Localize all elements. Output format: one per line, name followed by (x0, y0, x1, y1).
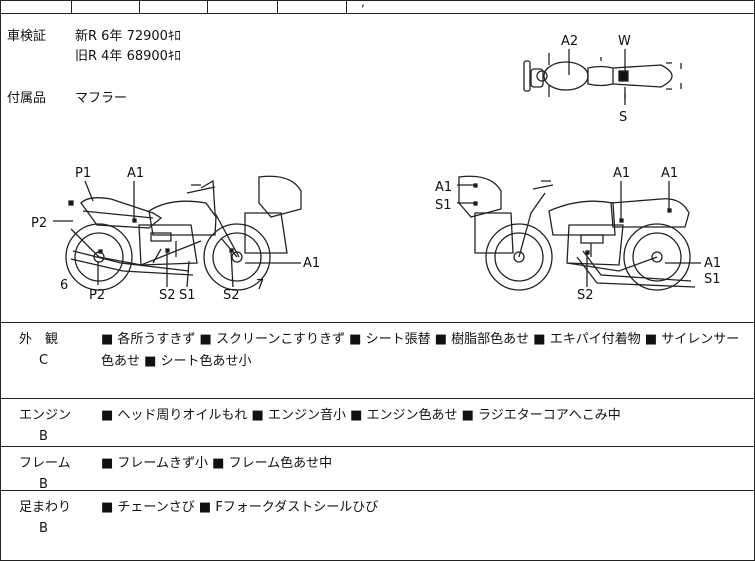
table-divider (71, 1, 72, 13)
section-exterior: 外 観 C ■ 各所うすきず ■ スクリーンこすりきず ■ シート張替 ■ 樹脂… (1, 322, 754, 398)
callout-label: S1 (704, 272, 721, 287)
section-label: 足まわり (19, 500, 72, 515)
right-side-motorcycle (458, 175, 696, 291)
table-divider (277, 1, 278, 13)
callout-label: A1 (127, 166, 144, 181)
callout-label: W (618, 34, 631, 49)
top-view-callouts: A2 W S (561, 34, 631, 125)
accessory-label: 付属品 (7, 91, 47, 106)
section-frame: フレーム B ■ フレームきず小 ■ フレーム色あせ中 (1, 446, 754, 492)
callout-label: A1 (613, 166, 630, 181)
section-notes: ■ ヘッド周りオイルもれ ■ エンジン音小 ■ エンジン色あせ ■ ラジエターコ… (101, 408, 621, 423)
section-grade: B (39, 477, 48, 492)
section-label: エンジン (19, 408, 72, 423)
callout-label: P2 (89, 288, 105, 303)
section-label: フレーム (19, 456, 71, 471)
section-grade: B (39, 521, 48, 536)
top-view-motorcycle (523, 53, 682, 99)
section-label: 外 観 (19, 332, 59, 347)
callout-label: A2 (561, 34, 578, 49)
motorcycle-diagrams: A2 W S (31, 34, 721, 303)
left-side-motorcycle (65, 175, 302, 291)
callout-label: 6 (60, 278, 68, 293)
section-grade: C (39, 353, 49, 368)
section-notes: ■ フレームきず小 ■ フレーム色あせ中 (101, 456, 333, 471)
callout-label: S1 (179, 288, 196, 303)
callout-label: A1 (303, 256, 320, 271)
top-table-row: , (1, 0, 754, 14)
callout-label: A1 (435, 180, 452, 195)
section-engine: エンジン B ■ ヘッド周りオイルもれ ■ エンジン音小 ■ エンジン色あせ ■… (1, 398, 754, 447)
top-row-text: , (361, 0, 365, 9)
callout-label: S2 (577, 288, 594, 303)
section-notes: ■ チェーンさび ■ Fフォークダストシールひび (101, 500, 379, 515)
callout-label: S2 (159, 288, 176, 303)
section-notes: ■ 各所うすきず ■ スクリーンこすりきず ■ シート張替 ■ 樹脂部色あせ ■… (101, 332, 740, 369)
left-side-callouts: P1 A1 P2 6 P2 S2 S1 S2 7 A1 (31, 166, 320, 303)
inspection-label: 車検証 (7, 29, 47, 44)
callout-label: A1 (704, 256, 721, 271)
mileage-old: 旧R 4年 68900ｷﾛ (75, 49, 181, 64)
section-grade: B (39, 429, 48, 444)
callout-label: S1 (435, 198, 452, 213)
mileage-new: 新R 6年 72900ｷﾛ (75, 29, 181, 44)
callout-label: 7 (256, 278, 264, 293)
callout-label: P2 (31, 216, 47, 231)
right-side-callouts: A1 S1 A1 A1 A1 S1 S2 (435, 166, 721, 303)
section-suspension: 足まわり B ■ チェーンさび ■ Fフォークダストシールひび (1, 490, 754, 561)
callout-label: A1 (661, 166, 678, 181)
table-divider (207, 1, 208, 13)
damage-diagram: A2 W S (1, 13, 754, 322)
table-divider (346, 1, 347, 13)
callout-label: P1 (75, 166, 91, 181)
callout-label: S2 (223, 288, 240, 303)
table-divider (139, 1, 140, 13)
callout-label: S (619, 110, 627, 125)
accessory-value: マフラー (75, 91, 128, 106)
